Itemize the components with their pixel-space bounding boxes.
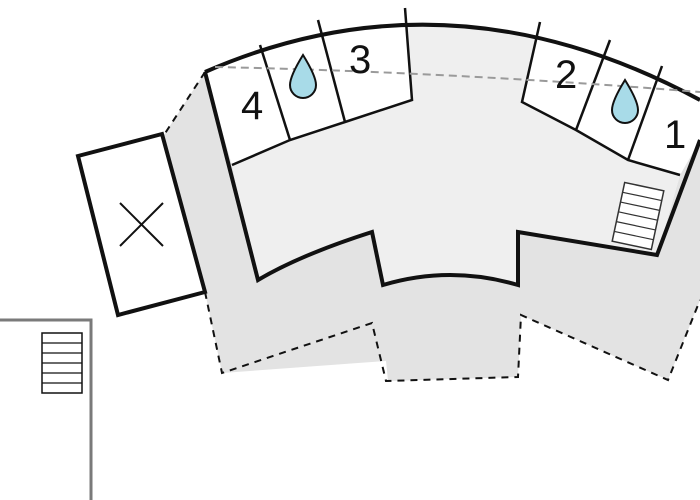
room-3-label: 3: [349, 38, 371, 82]
water-drop-icon: [610, 78, 640, 124]
x-cross-icon: [119, 202, 164, 247]
lower-left-building: [0, 318, 93, 500]
terrace-area: [161, 71, 700, 383]
main-building: [203, 7, 700, 288]
stairs-icon: [41, 332, 83, 394]
room-2-label: 2: [555, 53, 577, 97]
stairs-icon: [611, 181, 665, 251]
room-1-label: 1: [664, 113, 686, 157]
room-4-label: 4: [241, 84, 263, 128]
outbuilding: [75, 131, 208, 318]
water-drop-icon: [288, 53, 318, 99]
